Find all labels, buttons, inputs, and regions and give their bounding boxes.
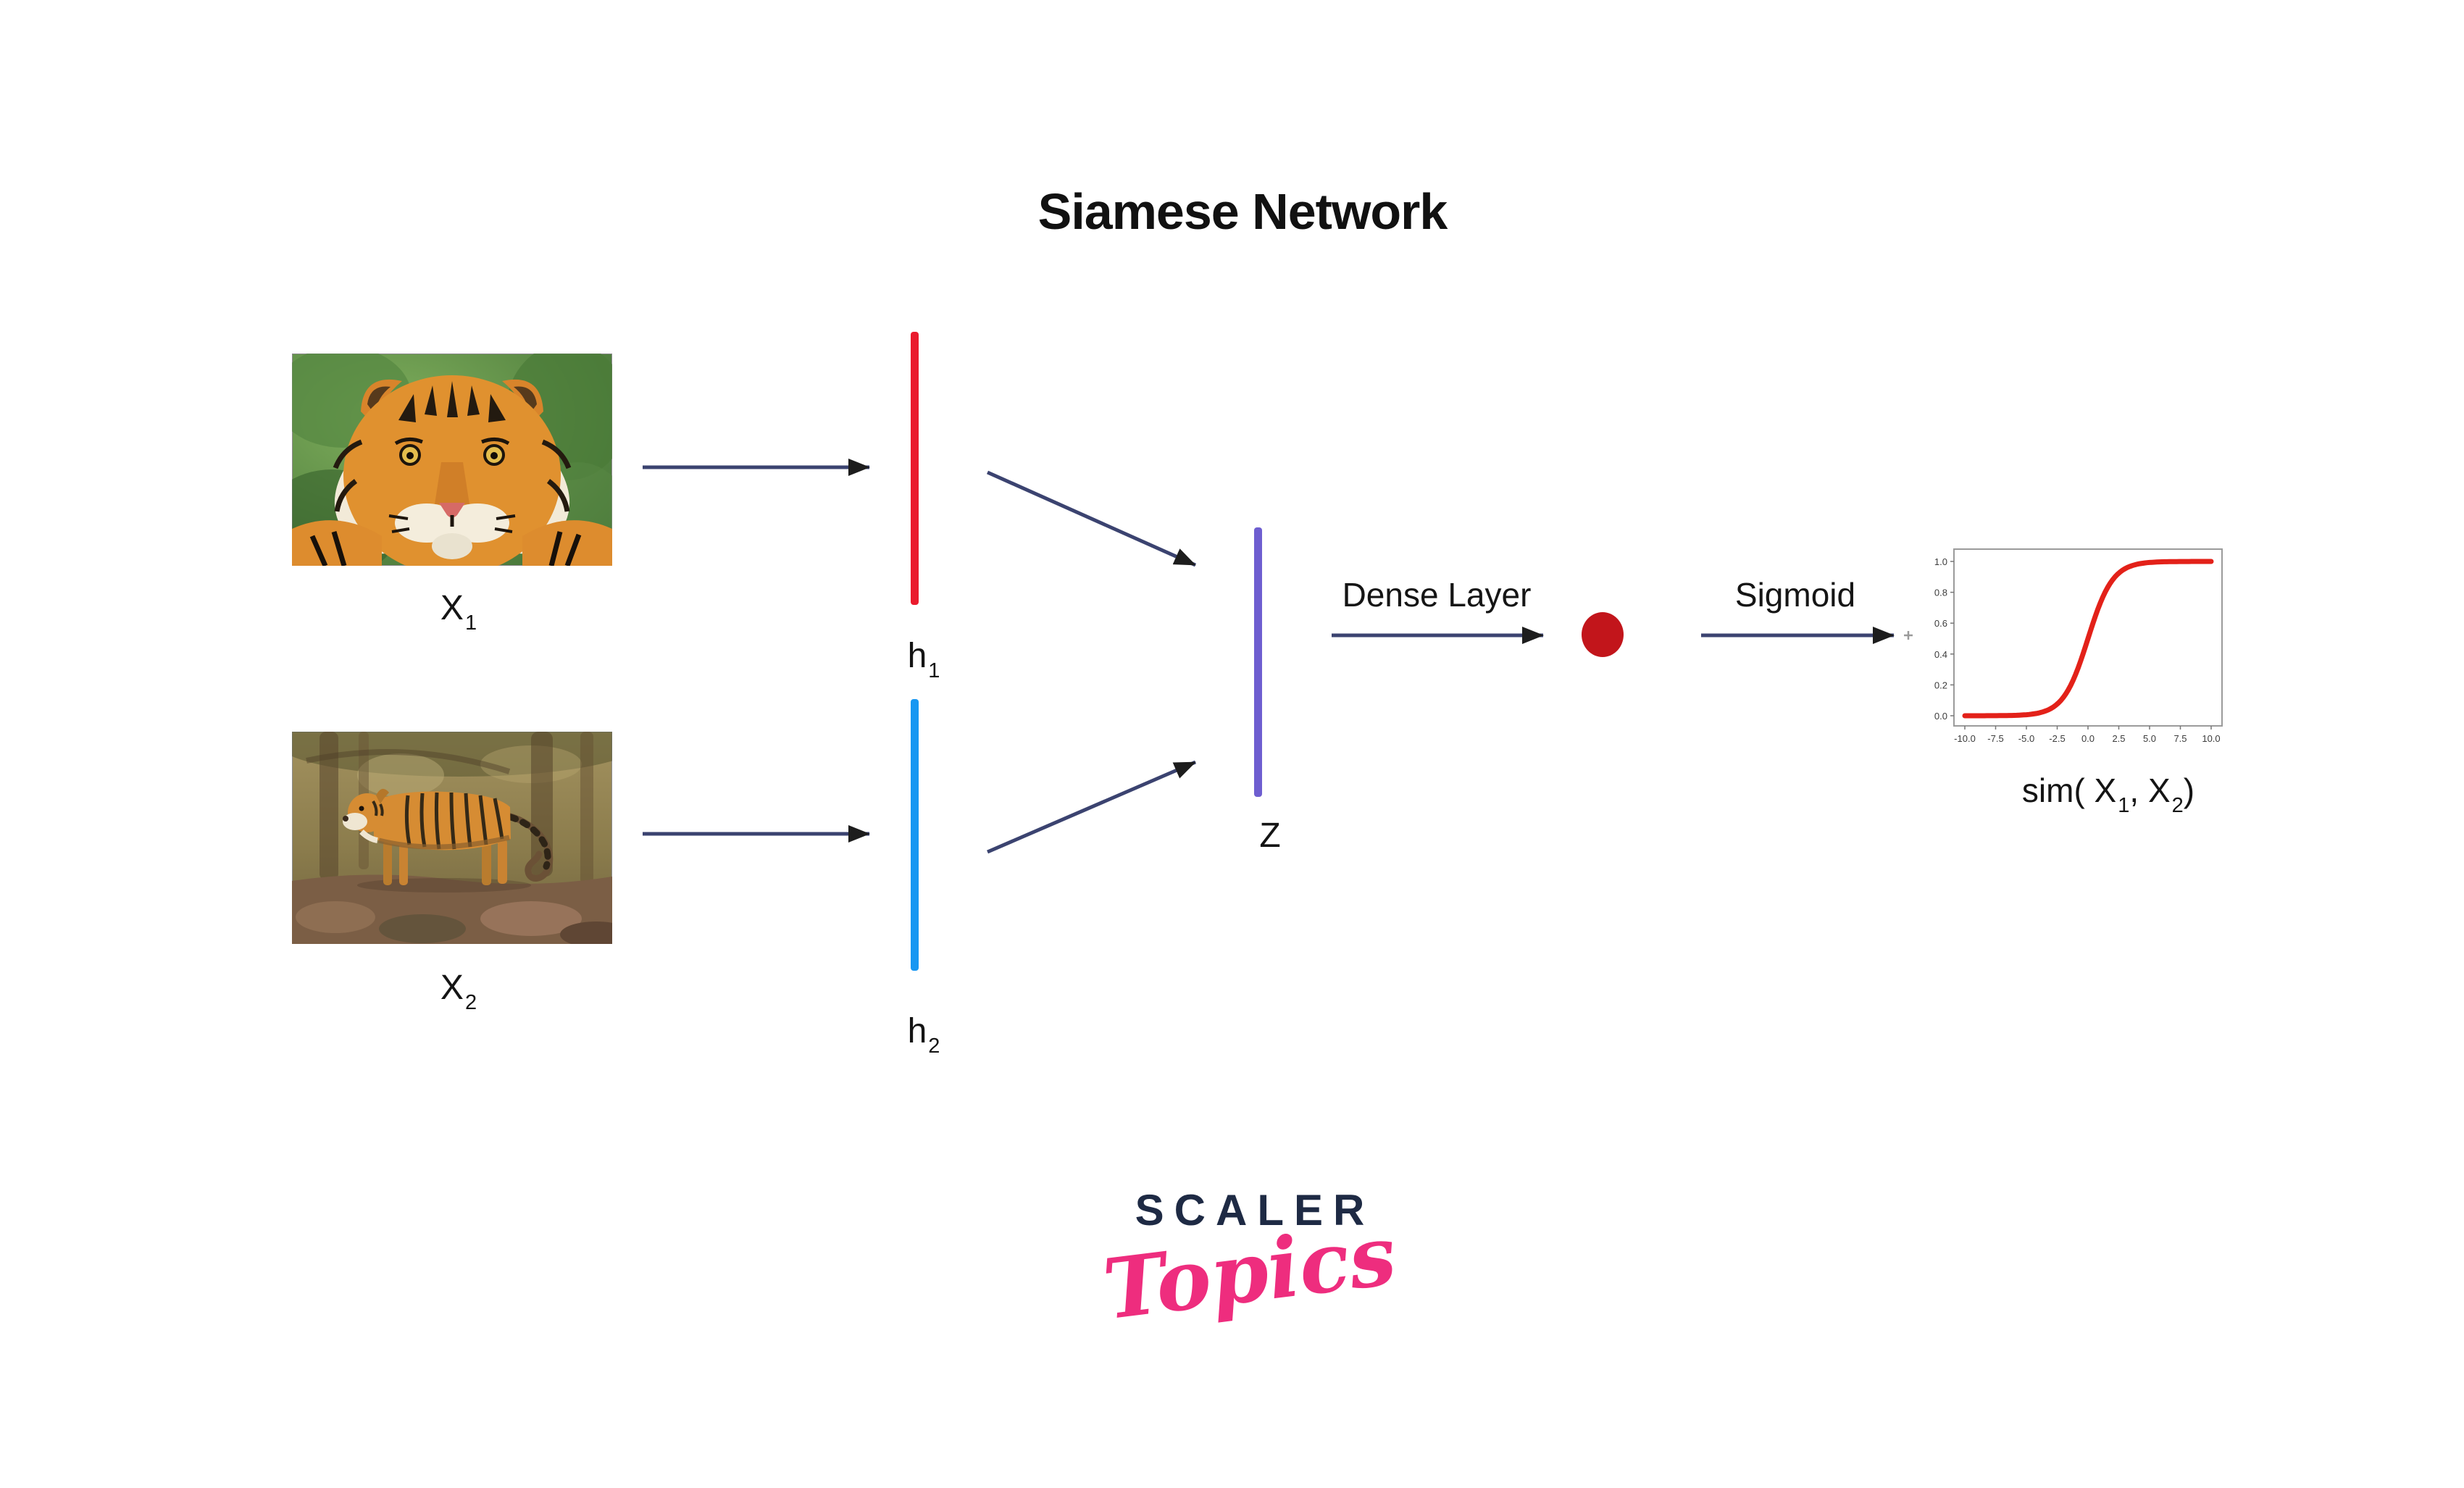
sim-prefix: sim( xyxy=(2021,772,2095,809)
dense-node xyxy=(1582,612,1624,657)
h2-bar xyxy=(911,699,919,971)
x-tick-label: 2.5 xyxy=(2112,733,2125,744)
logo-brand-text: SCALER xyxy=(1135,1186,1375,1234)
input2-label-sub: 2 xyxy=(464,991,477,1014)
sigmoid-plot-panel: 0.0 0.2 0.4 0.6 0.8 1.0 -10.0 -7.5 -5.0 -2.5 0.0 2… xyxy=(1924,536,2271,772)
sim-x1: X xyxy=(2094,772,2117,809)
h1-label: h1 xyxy=(862,636,985,682)
sim-comma: , xyxy=(2129,772,2148,809)
input1-label-base: X xyxy=(440,589,464,627)
input2-label: X2 xyxy=(397,968,520,1014)
h2-label-base: h xyxy=(907,1012,927,1050)
x-tick-label: -10.0 xyxy=(1954,733,1976,744)
y-tick-label: 0.4 xyxy=(1934,649,1947,660)
h1-label-sub: 1 xyxy=(928,659,940,682)
y-tick-label: 1.0 xyxy=(1934,556,1947,567)
tiger-face-photo xyxy=(292,354,612,566)
input1-label-sub: 1 xyxy=(464,611,477,635)
x-tick-label: 10.0 xyxy=(2202,733,2220,744)
plot-y-ticks: 0.0 0.2 0.4 0.6 0.8 1.0 xyxy=(1934,556,1954,722)
sigmoid-plot: 0.0 0.2 0.4 0.6 0.8 1.0 -10.0 -7.5 -5.0 -2.5 0.0 2… xyxy=(1934,548,2223,744)
sigmoid-label: Sigmoid xyxy=(1734,576,1856,614)
dense-layer-label: Dense Layer xyxy=(1342,576,1532,614)
sim-close: ) xyxy=(2183,772,2195,809)
h2-label-sub: 2 xyxy=(928,1035,940,1058)
z-label-text: Z xyxy=(1259,816,1281,855)
h2-label: h2 xyxy=(862,1011,985,1058)
arrow-h1-to-z xyxy=(986,470,1197,567)
plot-x-ticks: -10.0 -7.5 -5.0 -2.5 0.0 2.5 5.0 7.5 10.0 xyxy=(1954,726,2221,744)
tiger-standing-photo xyxy=(292,732,612,944)
x-tick-label: -5.0 xyxy=(2018,733,2034,744)
y-tick-label: 0.2 xyxy=(1934,680,1947,690)
plus-marker xyxy=(1904,631,1913,640)
x-tick-label: 7.5 xyxy=(2173,733,2187,744)
y-tick-label: 0.0 xyxy=(1934,711,1947,722)
z-label: Z xyxy=(1208,816,1332,856)
sigmoid-curve xyxy=(1962,559,2214,719)
diagram-title: Siamese Network xyxy=(1037,183,1448,240)
arrow-h2-to-z xyxy=(987,760,1196,854)
h1-bar xyxy=(911,332,919,605)
input1-label: X1 xyxy=(397,588,520,635)
sim-x2: X xyxy=(2147,772,2171,809)
sim-sub2: 2 xyxy=(2171,794,2184,817)
logo: SCALER Topics xyxy=(1051,1185,1449,1338)
sim-sub1: 1 xyxy=(2118,794,2130,817)
h1-label-base: h xyxy=(907,637,927,675)
similarity-output-label: sim( X1, X2) xyxy=(1924,771,2293,817)
x-tick-label: 0.0 xyxy=(2081,733,2095,744)
y-tick-label: 0.6 xyxy=(1934,618,1947,629)
z-bar xyxy=(1254,527,1262,797)
x-tick-label: -2.5 xyxy=(2049,733,2065,744)
x-tick-label: 5.0 xyxy=(2143,733,2156,744)
y-tick-label: 0.8 xyxy=(1934,588,1947,598)
input2-label-base: X xyxy=(440,969,464,1007)
x-tick-label: -7.5 xyxy=(1987,733,2003,744)
